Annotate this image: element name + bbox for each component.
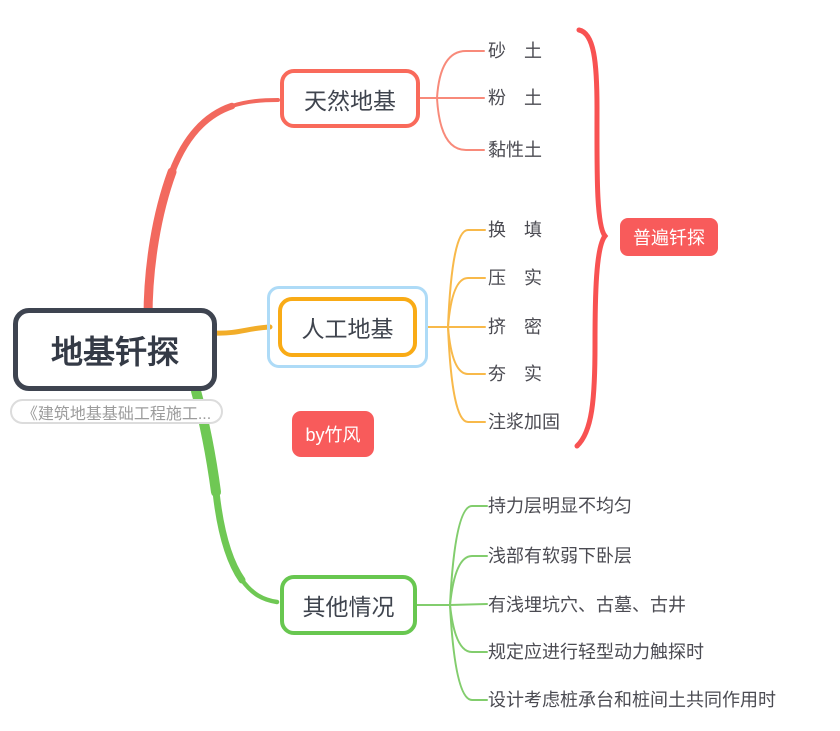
central-topic[interactable]: 地基钎探 [13,308,217,391]
leaf-squeezing[interactable]: 挤 密 [488,317,542,337]
branch-topic-natural[interactable]: 天然地基 [280,69,420,128]
leaf-grouting[interactable]: 注浆加固 [488,412,560,432]
branch-curve-artificial [212,324,273,336]
leaf-silty-soil[interactable]: 粉 土 [488,88,542,108]
leaf-pile-cap-interaction[interactable]: 设计考虑桩承台和桩间土共同作用时 [488,690,776,710]
branch-topic-artificial[interactable]: 人工地基 [278,297,417,357]
leaf-replacement[interactable]: 换 填 [488,220,542,240]
selection-ring [267,286,428,368]
leaf-dynamic-penetration[interactable]: 规定应进行轻型动力触探时 [488,642,704,662]
author-badge[interactable]: by竹风 [292,411,374,457]
leaf-sandy-soil[interactable]: 砂 土 [488,41,542,61]
leaf-uneven-bearing-layer[interactable]: 持力层明显不均匀 [488,496,632,516]
leaf-compaction[interactable]: 压 实 [488,268,542,288]
branch-curve-natural [143,98,280,323]
leaf-buried-pits[interactable]: 有浅埋坑穴、古墓、古井 [488,595,686,615]
connector-fan-natural [419,50,485,151]
leaf-tamping[interactable]: 夯 实 [488,364,542,384]
branch-topic-other[interactable]: 其他情况 [280,575,417,635]
leaf-clayey-soil[interactable]: 黏性土 [488,140,542,160]
central-note[interactable]: 《建筑地基基础工程施工... [10,399,223,424]
connector-fan-other [416,505,488,701]
annotation-badge[interactable]: 普遍钎探 [620,218,718,256]
connector-fan-artificial [427,229,486,423]
group-brace [574,27,609,449]
leaf-weak-underlying-layer[interactable]: 浅部有软弱下卧层 [488,546,632,566]
